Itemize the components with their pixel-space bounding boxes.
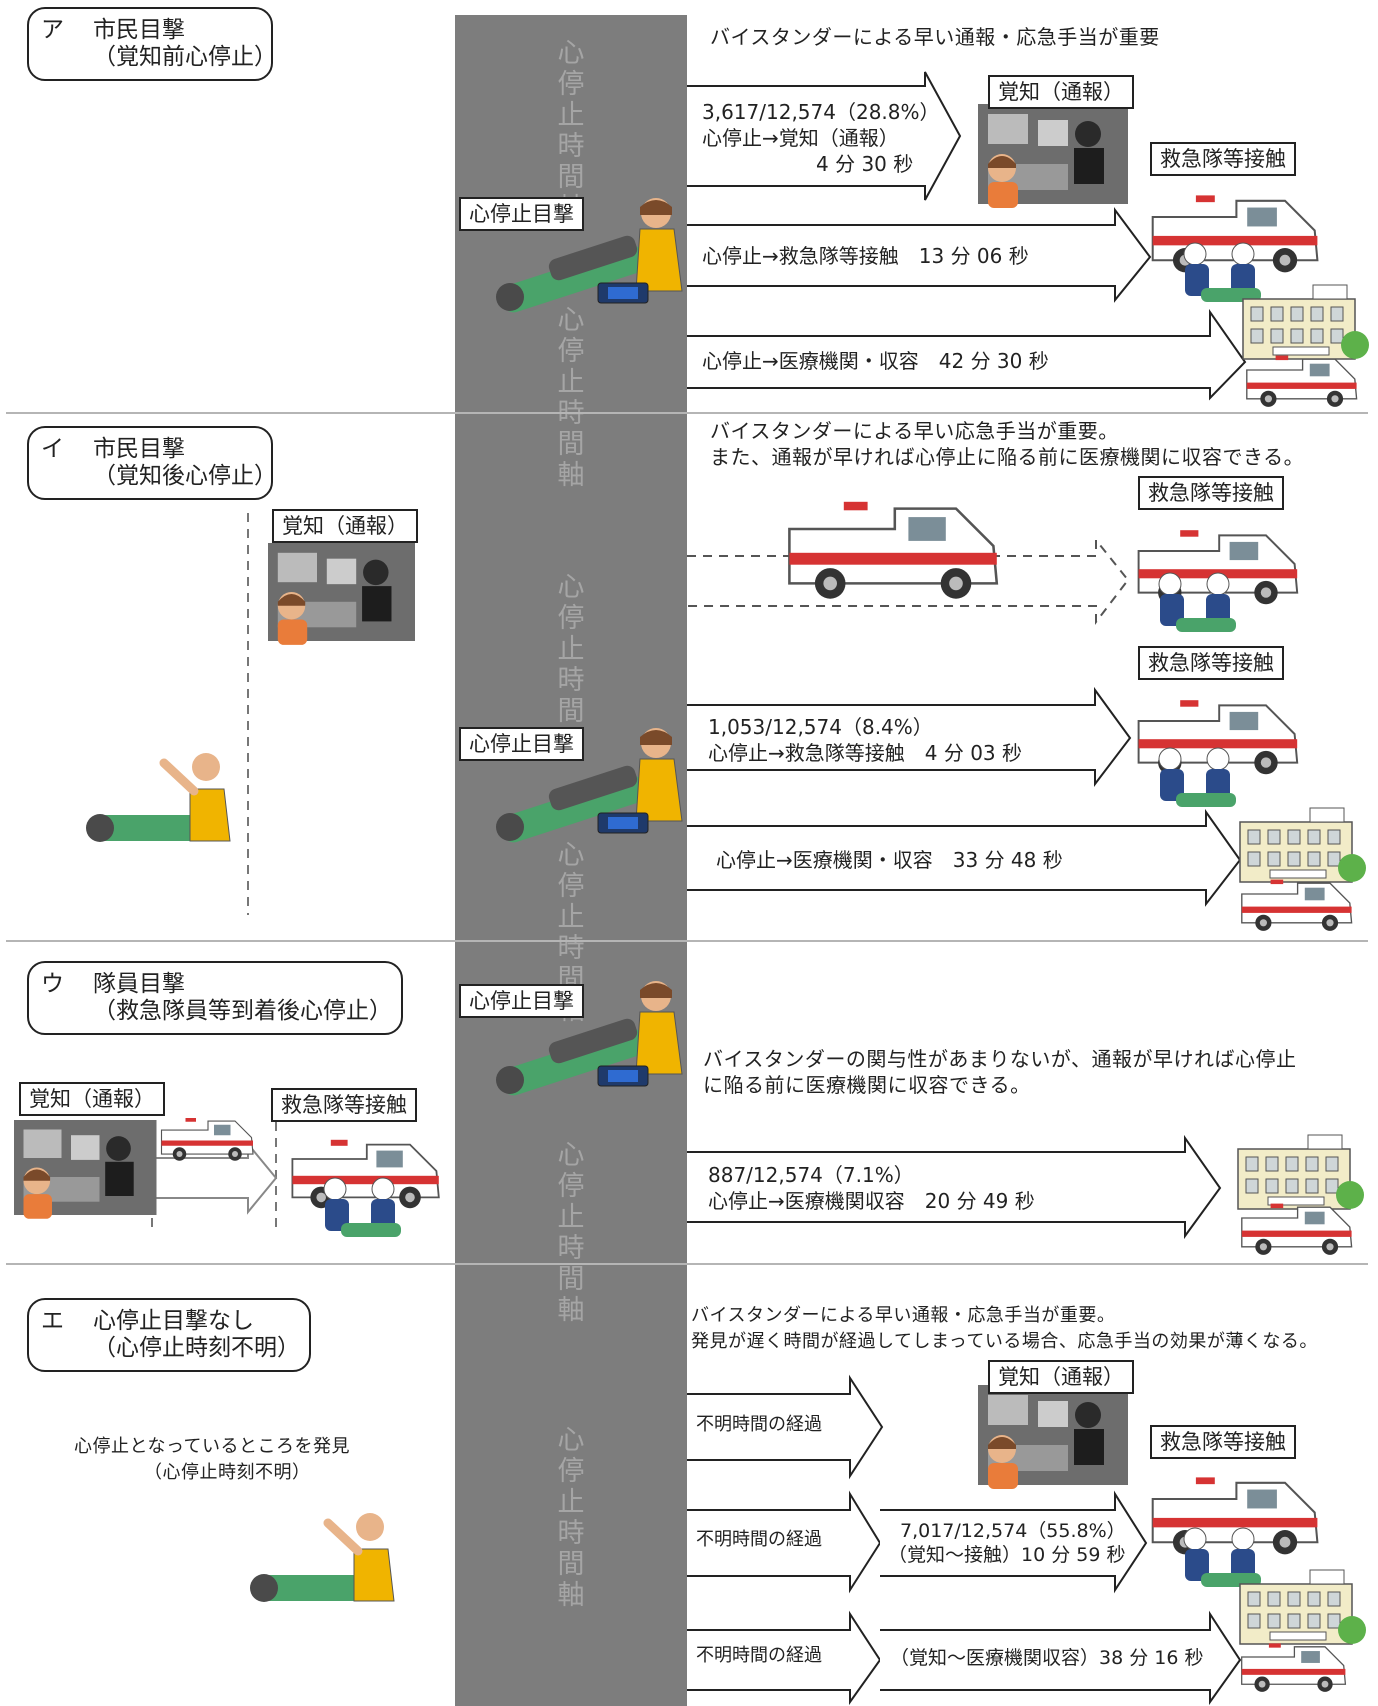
section-key: エ: [41, 1308, 64, 1334]
discovery-note: 心停止となっているところを発見: [74, 1436, 351, 1457]
section-title: 隊員目撃: [93, 971, 185, 997]
section-divider: [6, 940, 1368, 942]
arrow-label: 心停止→医療機関・収容 42 分 30 秒: [702, 349, 1049, 373]
section-subtitle: （覚知前心停止）: [93, 44, 277, 70]
witness-illustration: [250, 1513, 394, 1602]
section-title: 心停止目撃なし: [93, 1308, 254, 1334]
time-axis-label: 心停止時間軸: [557, 38, 585, 224]
section-a-title-box: ア 市民目撃 （覚知前心停止）: [27, 7, 277, 81]
arrow-label: 心停止→救急隊等接触 13 分 06 秒: [702, 244, 1029, 268]
section-title: 市民目撃: [93, 17, 185, 43]
section-key: ウ: [41, 971, 64, 997]
ambulance-crew-illustration: [291, 1138, 440, 1210]
arrow-stat: 887/12,574（7.1%）: [708, 1163, 914, 1187]
ambulance-illustration: [1246, 354, 1358, 408]
arrow-label: 不明時間の経過: [696, 1529, 822, 1550]
call-label: 覚知（通報）: [19, 1082, 165, 1116]
arrow-stat: 1,053/12,574（8.4%）: [708, 715, 933, 739]
section-note: バイスタンダーによる早い通報・応急手当が重要: [710, 25, 1160, 49]
section-note: 発見が遅く時間が経過してしまっている場合、応急手当の効果が薄くなる。: [691, 1331, 1318, 1352]
witness-illustration: [86, 753, 230, 842]
section-note: に陥る前に医療機関に収容できる。: [703, 1073, 1031, 1097]
arrow-label: （覚知～接触）10 分 59 秒: [888, 1544, 1126, 1566]
witness-label: 心停止目撃: [459, 197, 584, 231]
call-label: 覚知（通報）: [272, 509, 418, 543]
section-b-title-box: イ 市民目撃 （覚知後心停止）: [27, 426, 277, 500]
contact-label: 救急隊等接触: [1150, 142, 1296, 176]
ambulance-illustration: [1241, 1202, 1353, 1256]
arrow-label: 心停止→医療機関・収容 33 分 48 秒: [716, 848, 1063, 872]
dispatch-center-photo: [978, 1385, 1128, 1489]
arrow-d-contact: [687, 1490, 1148, 1594]
arrow-label: 心停止→覚知（通報）: [702, 126, 899, 150]
arrow-label: 心停止→医療機関収容 20 分 49 秒: [708, 1189, 1035, 1213]
section-divider: [6, 1263, 1368, 1265]
section-d-title-box: エ 心停止目撃なし （心停止時刻不明）: [27, 1298, 311, 1372]
dispatch-center-photo: [14, 1120, 157, 1219]
contact-label: 救急隊等接触: [1138, 476, 1284, 510]
dispatch-center-photo: [978, 104, 1128, 208]
ambulance-illustration: [1241, 1642, 1347, 1693]
arrow-c-small: [152, 1141, 278, 1215]
arrow-label: 不明時間の経過: [696, 1645, 822, 1666]
arrow-c-hospital: [687, 1134, 1222, 1240]
arrow-stat: 7,017/12,574（55.8%）: [900, 1520, 1126, 1542]
hospital-illustration: [1237, 1134, 1365, 1210]
section-note: バイスタンダーによる早い応急手当が重要。: [710, 419, 1119, 443]
arrow-b-dashed: [687, 537, 1130, 625]
arrow-label: （覚知～医療機関収容）38 分 16 秒: [890, 1647, 1204, 1669]
arrow-a-call: [687, 71, 962, 201]
section-title: 市民目撃: [93, 436, 185, 462]
section-note: バイスタンダーの関与性があまりないが、通報が早ければ心停止: [703, 1047, 1297, 1071]
section-c-title-box: ウ 隊員目撃 （救急隊員等到着後心停止）: [27, 961, 403, 1035]
discovery-note: （心停止時刻不明）: [144, 1462, 311, 1483]
contact-label: 救急隊等接触: [1138, 646, 1284, 680]
section-note: バイスタンダーによる早い通報・応急手当が重要。: [691, 1305, 1116, 1326]
arrow-label: 不明時間の経過: [696, 1414, 822, 1435]
time-axis-label: 心停止時間軸: [557, 1425, 585, 1611]
ambulance-illustration: [160, 1117, 254, 1162]
hospital-illustration: [1239, 807, 1367, 883]
section-subtitle: （心停止時刻不明）: [93, 1335, 300, 1361]
contact-label: 救急隊等接触: [1150, 1425, 1296, 1459]
section-note: また、通報が早ければ心停止に陥る前に医療機関に収容できる。: [710, 445, 1305, 469]
arrow-a-contact: [687, 206, 1152, 303]
arrow-d-call: [687, 1374, 884, 1480]
arrow-d-hospital: [687, 1610, 1242, 1706]
ambulance-illustration: [788, 500, 999, 600]
arrow-time: 4 分 30 秒: [816, 152, 914, 176]
call-label: 覚知（通報）: [988, 1360, 1134, 1394]
ambulance-illustration: [1241, 878, 1353, 932]
section-key: ア: [41, 17, 64, 43]
section-key: イ: [41, 436, 64, 462]
arrow-stat: 3,617/12,574（28.8%）: [702, 100, 940, 124]
arrow-a-hospital: [687, 308, 1247, 401]
section-subtitle: （覚知後心停止）: [93, 463, 277, 489]
time-axis-label: 心停止時間軸: [557, 1140, 585, 1326]
arrow-b-contact: [687, 686, 1132, 787]
section-divider: [6, 412, 1368, 414]
contact-label: 救急隊等接触: [271, 1088, 417, 1122]
hospital-illustration: [1242, 284, 1370, 360]
witness-label: 心停止目撃: [459, 727, 584, 761]
witness-label: 心停止目撃: [459, 984, 584, 1018]
section-subtitle: （救急隊員等到着後心停止）: [93, 998, 392, 1024]
arrow-label: 心停止→救急隊等接触 4 分 03 秒: [708, 741, 1023, 765]
call-label: 覚知（通報）: [988, 75, 1134, 109]
dispatch-center-photo: [268, 543, 415, 645]
